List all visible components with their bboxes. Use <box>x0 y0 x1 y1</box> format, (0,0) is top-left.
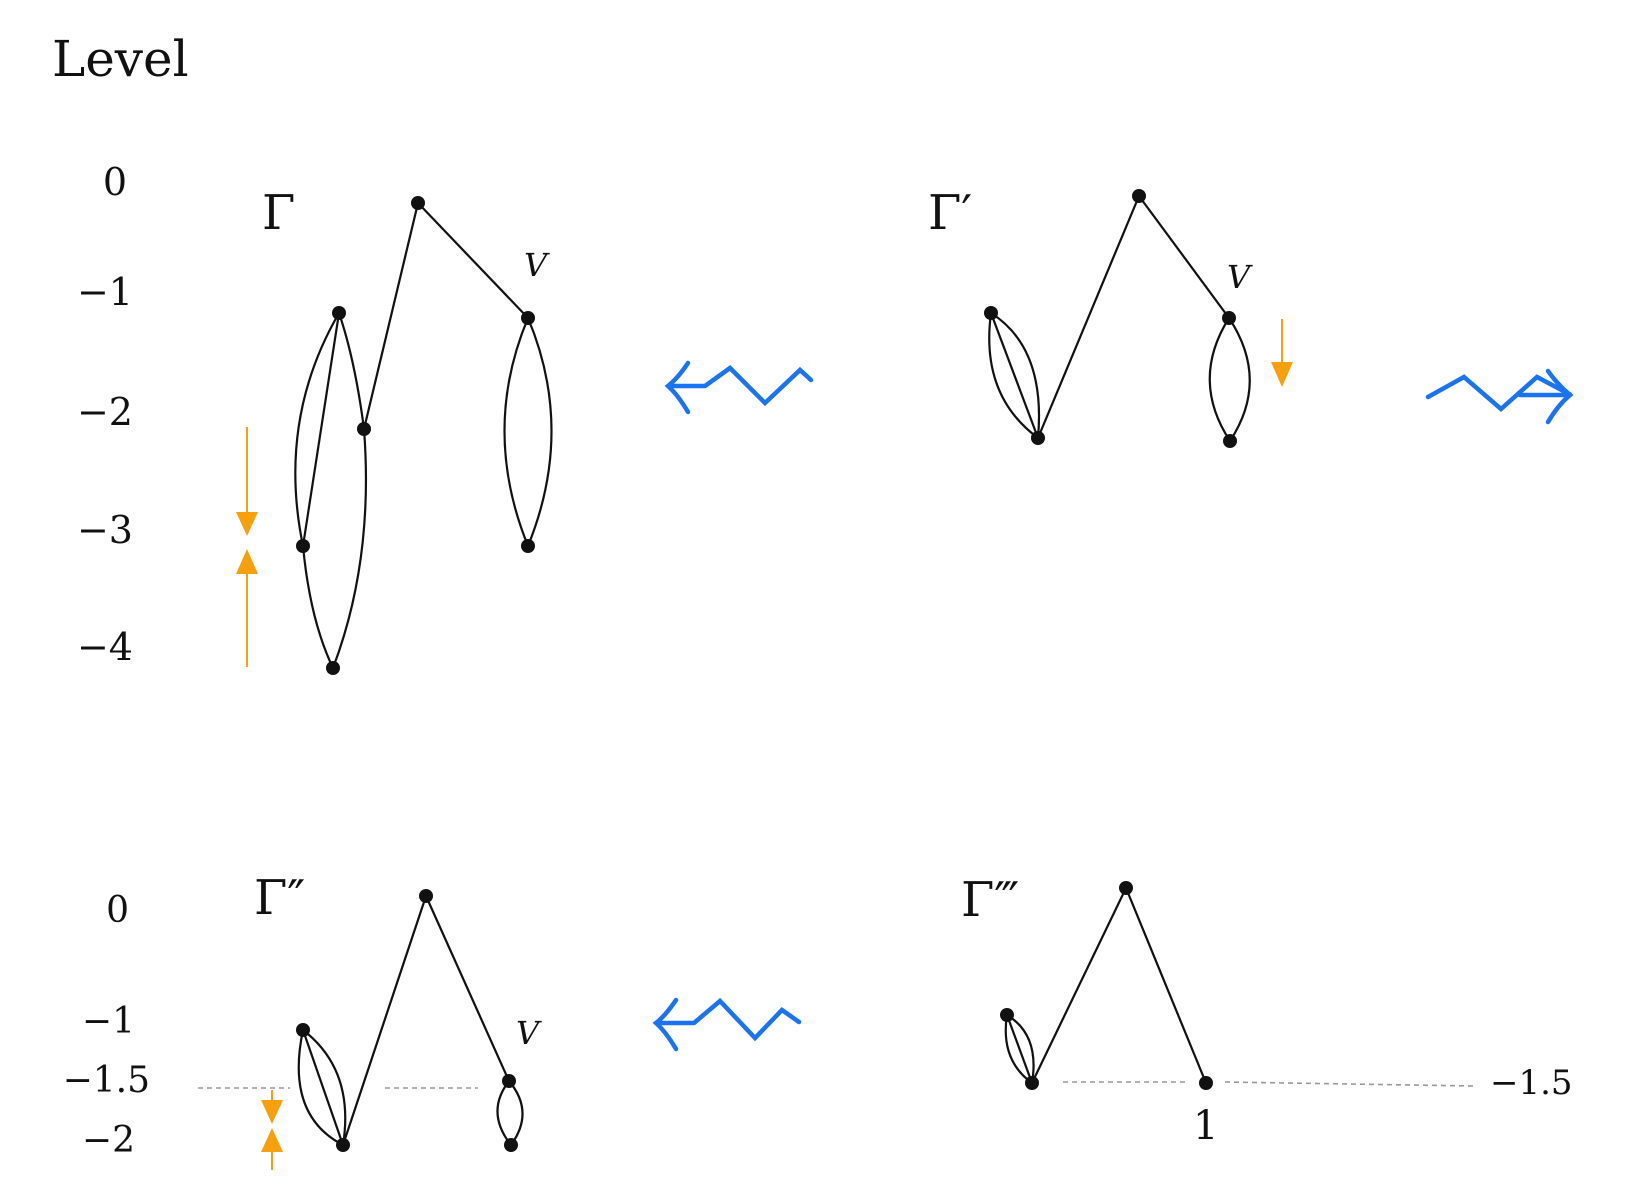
graph-gamma-prime: Γ′ V <box>928 185 1293 448</box>
vertex <box>419 889 433 903</box>
edge <box>294 312 340 547</box>
level-label: −1 <box>77 270 133 314</box>
up-arrow-icon <box>236 549 258 574</box>
edge <box>496 1080 512 1146</box>
vertex <box>1119 881 1133 895</box>
edge <box>990 312 1041 439</box>
level-label: −1.5 <box>63 1060 150 1101</box>
level-label: −4 <box>77 625 133 669</box>
edge <box>1138 195 1230 319</box>
down-arrow-icon <box>236 512 258 536</box>
graph-gamma: Γ V <box>236 185 553 675</box>
edge <box>302 1029 347 1146</box>
top-level-axis: 0 −1 −2 −3 −4 <box>77 160 133 669</box>
down-arrow-icon <box>1271 362 1293 387</box>
level-label: 0 <box>106 890 129 931</box>
vertex <box>336 1138 350 1152</box>
squiggle-arrow-left-icon <box>664 360 814 415</box>
collision-arrows <box>261 1090 283 1170</box>
graph-label-gamma-triple-prime: Γ‴ <box>961 872 1019 928</box>
vertex <box>1199 1076 1213 1090</box>
edge <box>988 312 1039 439</box>
vertex <box>502 1074 516 1088</box>
edge <box>503 317 530 547</box>
descend-arrow <box>1271 319 1293 387</box>
graph-gamma-triple-prime: Γ‴ 1 −1.5 <box>961 872 1573 1149</box>
vertex <box>521 539 535 553</box>
level-heading: Level <box>52 30 189 88</box>
vertex-label-v: V <box>1227 258 1253 296</box>
edge <box>331 428 368 669</box>
edge <box>1036 195 1141 439</box>
edge <box>301 545 334 669</box>
down-arrow-icon <box>261 1100 283 1124</box>
edge <box>1005 1014 1034 1084</box>
graph-label-gamma: Γ <box>262 185 295 241</box>
graph-gamma-double-prime: Γ″ V <box>198 870 542 1170</box>
edge <box>526 317 553 547</box>
edge <box>989 312 1040 439</box>
edge <box>1031 887 1127 1084</box>
level-label: −2 <box>77 390 133 434</box>
edge <box>297 1029 344 1146</box>
collision-arrows <box>236 427 258 667</box>
level-label: 0 <box>103 160 127 204</box>
vertex <box>1000 1008 1014 1022</box>
dashed-level-line <box>1224 1081 1474 1087</box>
edge <box>417 202 529 319</box>
vertex <box>521 311 535 325</box>
squiggle-arrow-left-icon <box>652 997 802 1052</box>
vertex <box>332 306 346 320</box>
graph-label-gamma-prime: Γ′ <box>928 185 972 241</box>
bottom-level-axis: 0 −1 −1.5 −2 <box>63 890 150 1161</box>
squiggle-arrow-right-icon <box>1425 368 1574 425</box>
edge <box>301 1029 345 1146</box>
edge-weight-label: 1 <box>1193 1103 1218 1149</box>
edge <box>1004 1014 1033 1084</box>
vertex-label-v: V <box>516 1014 542 1052</box>
edge <box>424 895 511 1082</box>
vertex <box>1132 189 1146 203</box>
edge <box>1124 887 1208 1084</box>
edge <box>1208 317 1231 442</box>
edge <box>508 1080 524 1146</box>
vertex <box>296 539 310 553</box>
edge <box>362 202 420 430</box>
up-arrow-icon <box>261 1128 283 1152</box>
vertex <box>411 196 425 210</box>
edge <box>1228 317 1251 442</box>
vertex <box>504 1138 518 1152</box>
level-label: −2 <box>82 1120 135 1161</box>
vertex <box>1223 434 1237 448</box>
edge <box>337 312 366 430</box>
edge <box>341 895 428 1146</box>
vertex <box>1025 1076 1039 1090</box>
vertex <box>984 306 998 320</box>
edge <box>1006 1014 1035 1084</box>
edge <box>301 312 341 547</box>
vertex <box>1031 431 1045 445</box>
vertex <box>326 661 340 675</box>
vertex <box>296 1023 310 1037</box>
vertex-label-v: V <box>524 246 550 284</box>
level-label: −1 <box>82 1001 135 1042</box>
level-label: −3 <box>77 508 133 552</box>
right-level-label: −1.5 <box>1490 1063 1573 1103</box>
vertex <box>357 422 371 436</box>
graph-label-gamma-double-prime: Γ″ <box>254 870 305 926</box>
vertex <box>1222 311 1236 325</box>
